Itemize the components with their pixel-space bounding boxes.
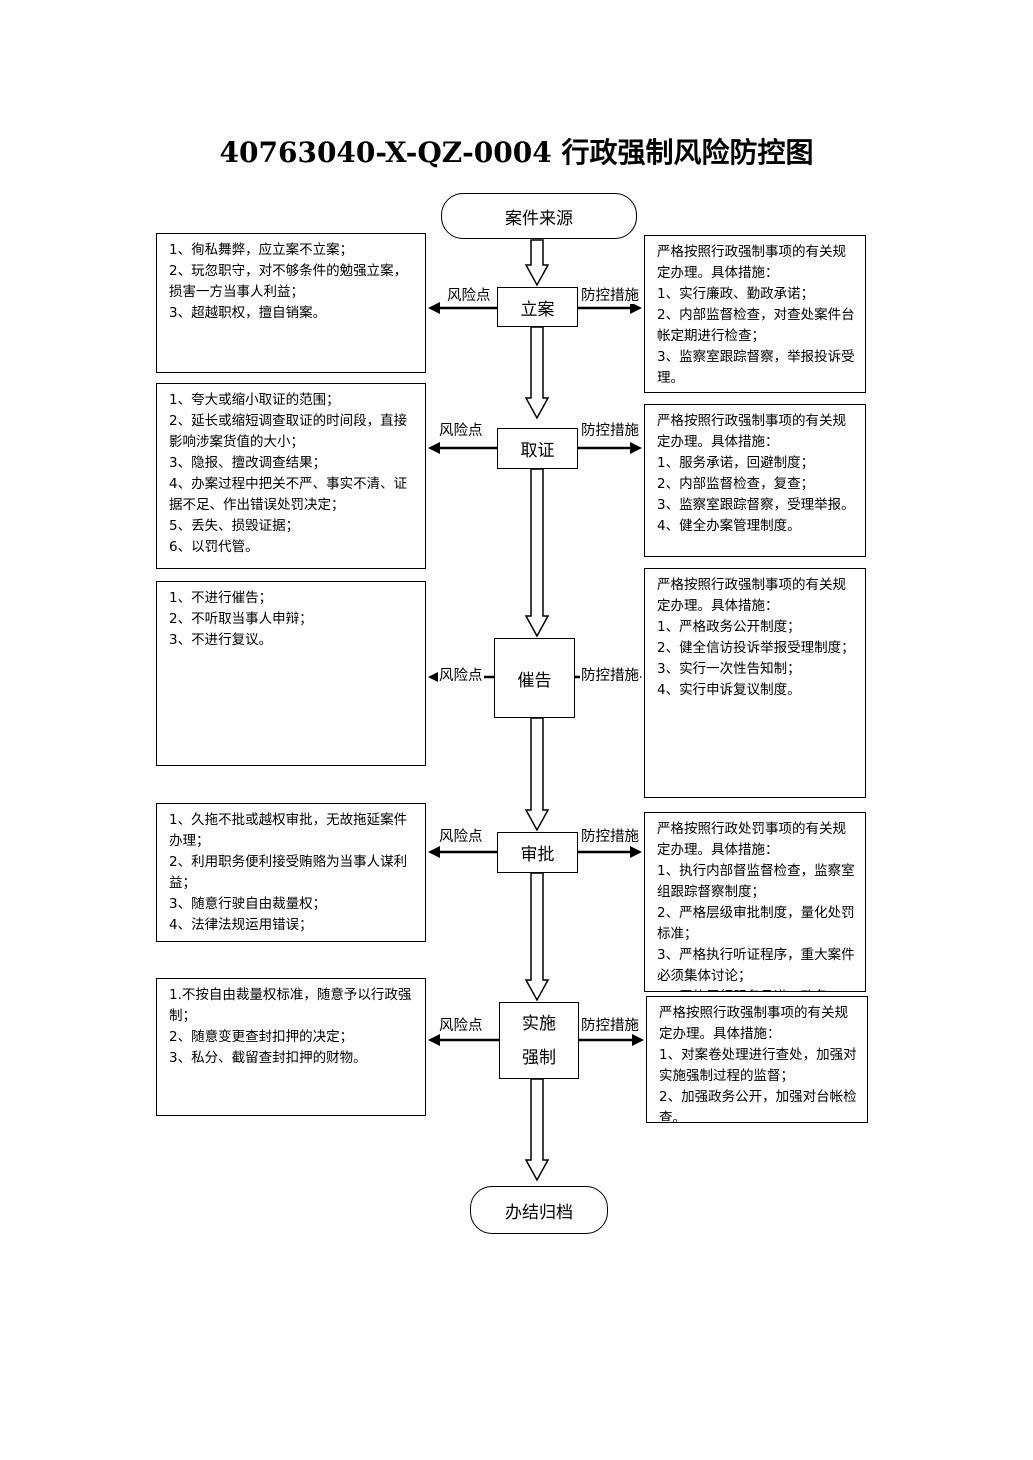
flow-arrow-down-6	[524, 1078, 550, 1182]
risk-box-1: 1、徇私舞弊，应立案不立案； 2、玩忽职守，对不够条件的勉强立案，损害一方当事人利…	[156, 233, 426, 373]
control-item: 严格按照行政处罚事项的有关规定办理。具体措施：	[657, 821, 846, 858]
process-node-4: 审批	[497, 832, 578, 873]
risk-item: 6、以罚代管。	[169, 539, 259, 555]
control-box-2: 严格按照行政强制事项的有关规定办理。具体措施： 1、服务承诺，回避制度； 2、内部监…	[644, 404, 866, 557]
risk-point-label: 风险点	[438, 423, 484, 439]
control-item: 严格按照行政强制事项的有关规定办理。具体措施：	[657, 244, 846, 281]
risk-box-5: 1.不按自由裁量权标准，随意予以行政强制； 2、随意变更查封扣押的决定； 3、私分、…	[156, 978, 426, 1116]
risk-point-label: 风险点	[438, 668, 484, 684]
process-node-label: 立案	[520, 299, 555, 320]
risk-item: 2、延长或缩短调查取证的时间段，直接影响涉案货值的大小；	[169, 413, 408, 450]
flow-arrow-down-2	[524, 326, 550, 420]
control-box-4: 严格按照行政处罚事项的有关规定办理。具体措施： 1、执行内部督监督检查，监察室组跟…	[644, 812, 866, 992]
control-item: 1、执行内部督监督检查，监察室组跟踪督察制度；	[657, 863, 855, 900]
risk-box-4: 1、久拖不批或越权审批，无故拖延案件办理； 2、利用职务便利接受贿赂为当事人谋利益…	[156, 803, 426, 942]
control-measure-label: 防控措施	[580, 423, 640, 439]
end-node: 办结归档	[470, 1186, 608, 1234]
control-arrow-1-head	[630, 302, 642, 314]
process-node-5: 实施强制	[499, 1002, 579, 1079]
start-node: 案件来源	[441, 193, 637, 239]
risk-item: 2、玩忽职守，对不够条件的勉强立案，损害一方当事人利益；	[169, 263, 408, 300]
risk-point-label: 风险点	[446, 288, 492, 304]
page-title: 40763040-X-QZ-0004 行政强制风险防控图	[219, 136, 814, 169]
risk-item: 2、不听取当事人申辩；	[169, 611, 313, 627]
control-measure-label: 防控措施	[580, 1018, 640, 1034]
control-item: 1、严格政务公开制度；	[657, 619, 801, 635]
flow-arrow-down-1	[524, 239, 550, 287]
control-item: 4、健全办案管理制度。	[657, 518, 801, 534]
control-item: 3、监察室跟踪督察，举报投诉受理。	[657, 349, 855, 386]
risk-item: 2、随意变更查封扣押的决定；	[169, 1029, 354, 1045]
control-item: 3、监察室跟踪督察，受理举报。	[657, 497, 855, 513]
control-item: 1、服务承诺，回避制度；	[657, 455, 815, 471]
control-item: 3、严格执行听证程序，重大案件必须集体讨论；	[657, 947, 855, 984]
risk-point-label: 风险点	[438, 1018, 484, 1034]
risk-point-label: 风险点	[438, 829, 484, 845]
control-item: 严格按照行政强制事项的有关规定办理。具体措施：	[657, 577, 846, 614]
control-arrow-2-head	[630, 442, 642, 454]
flow-arrow-down-4	[524, 717, 550, 832]
flow-arrow-down-3	[524, 468, 550, 638]
process-node-label: 强制	[522, 1047, 556, 1068]
control-item: 4、实行申诉复议制度。	[657, 682, 801, 698]
control-arrow-4-head	[630, 846, 642, 858]
control-box-1: 严格按照行政强制事项的有关规定办理。具体措施： 1、实行廉政、勤政承诺； 2、内部监…	[644, 235, 866, 393]
start-node-label: 案件来源	[505, 208, 573, 229]
control-box-5: 严格按照行政强制事项的有关规定办理。具体措施： 1、对案卷处理进行查处，加强对实施…	[646, 996, 868, 1123]
risk-item: 1、不进行催告；	[169, 590, 273, 606]
risk-item: 1.不按自由裁量权标准，随意予以行政强制；	[169, 987, 412, 1024]
risk-item: 4、办案过程中把关不严、事实不清、证据不足、作出错误处罚决定；	[169, 476, 408, 513]
process-node-label: 取证	[520, 441, 555, 461]
control-box-3: 严格按照行政强制事项的有关规定办理。具体措施： 1、严格政务公开制度； 2、健全信访…	[644, 568, 866, 798]
end-node-label: 办结归档	[505, 1202, 573, 1223]
control-item: 2、健全信访投诉举报受理制度；	[657, 640, 855, 656]
risk-arrow-5-head	[428, 1034, 440, 1046]
risk-item: 1、夸大或缩小取证的范围；	[169, 392, 340, 408]
risk-arrow-1-head	[428, 302, 440, 314]
process-node-1: 立案	[497, 287, 578, 327]
risk-box-3: 1、不进行催告； 2、不听取当事人申辩； 3、不进行复议。	[156, 581, 426, 766]
risk-item: 1、久拖不批或越权审批，无故拖延案件办理；	[169, 812, 408, 849]
control-item: 1、对案卷处理进行查处，加强对实施强制过程的监督；	[659, 1047, 857, 1084]
control-item: 严格按照行政强制事项的有关规定办理。具体措施：	[657, 413, 846, 450]
risk-arrow-3-head	[428, 671, 440, 683]
control-item: 严格按照行政强制事项的有关规定办理。具体措施：	[659, 1005, 848, 1042]
control-item: 2、加强政务公开，加强对台帐检查。	[659, 1089, 857, 1123]
risk-item: 2、利用职务便利接受贿赂为当事人谋利益；	[169, 854, 408, 891]
control-measure-label: 防控措施	[580, 829, 640, 845]
risk-item: 3、随意行驶自由裁量权；	[169, 896, 327, 912]
control-measure-label: 防控措施	[580, 288, 640, 304]
process-node-label: 实施	[522, 1013, 556, 1034]
risk-arrow-2-head	[428, 442, 440, 454]
control-item: 1、实行廉政、勤政承诺；	[657, 286, 815, 302]
control-arrow-5-head	[632, 1034, 644, 1046]
flow-arrow-down-5	[524, 872, 550, 1002]
risk-item: 5、丢失、损毁证据；	[169, 518, 300, 534]
risk-item: 3、超越职权，擅自销案。	[169, 305, 327, 321]
risk-item: 3、私分、截留查封扣押的财物。	[169, 1050, 367, 1066]
risk-item: 4、法律法规运用错误；	[169, 917, 313, 933]
control-item: 2、严格层级审批制度，量化处罚标准；	[657, 905, 855, 942]
risk-box-2: 1、夸大或缩小取证的范围； 2、延长或缩短调查取证的时间段，直接影响涉案货值的大小…	[156, 383, 426, 569]
process-node-label: 审批	[520, 845, 555, 865]
risk-item: 3、不进行复议。	[169, 632, 273, 648]
control-item: 4、严格履行服务承诺，政务	[657, 987, 857, 991]
control-item: 2、内部监督检查，对查处案件台帐定期进行检查；	[657, 307, 855, 344]
process-node-3: 催告	[494, 638, 575, 718]
risk-arrow-4-head	[428, 846, 440, 858]
risk-item: 1、徇私舞弊，应立案不立案；	[169, 242, 354, 258]
control-item: 3、实行一次性告知制；	[657, 661, 801, 677]
risk-item: 3、隐报、擅改调查结果；	[169, 455, 327, 471]
process-node-label: 催告	[517, 670, 552, 691]
process-node-2: 取证	[497, 428, 578, 469]
control-item: 2、内部监督检查，复查；	[657, 476, 815, 492]
control-measure-label: 防控措施	[580, 668, 640, 684]
